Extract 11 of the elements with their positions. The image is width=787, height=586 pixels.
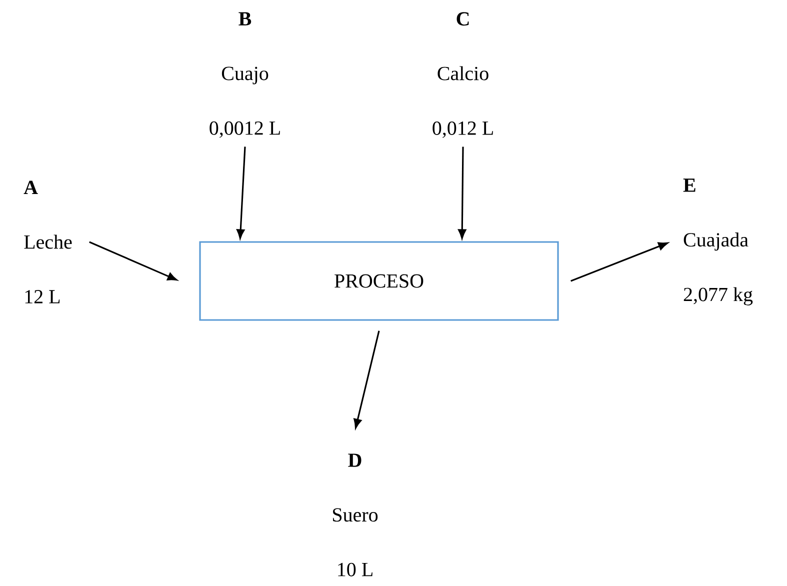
stream-label: D Suero 10 L: [333, 454, 378, 576]
arrow: [89, 241, 178, 281]
process-box: PROCESO: [199, 241, 559, 321]
stream-label: C Calcio 0,012 L: [432, 12, 493, 138]
stream-label: B Cuajo 0,0012 L: [210, 12, 280, 138]
stream-label: A Leche 12 L: [24, 180, 72, 304]
arrow: [354, 330, 380, 428]
arrow: [236, 146, 246, 239]
stream-label: E Cuajada 2,077 kg: [683, 178, 753, 306]
arrow: [570, 242, 668, 282]
arrow: [458, 146, 466, 239]
